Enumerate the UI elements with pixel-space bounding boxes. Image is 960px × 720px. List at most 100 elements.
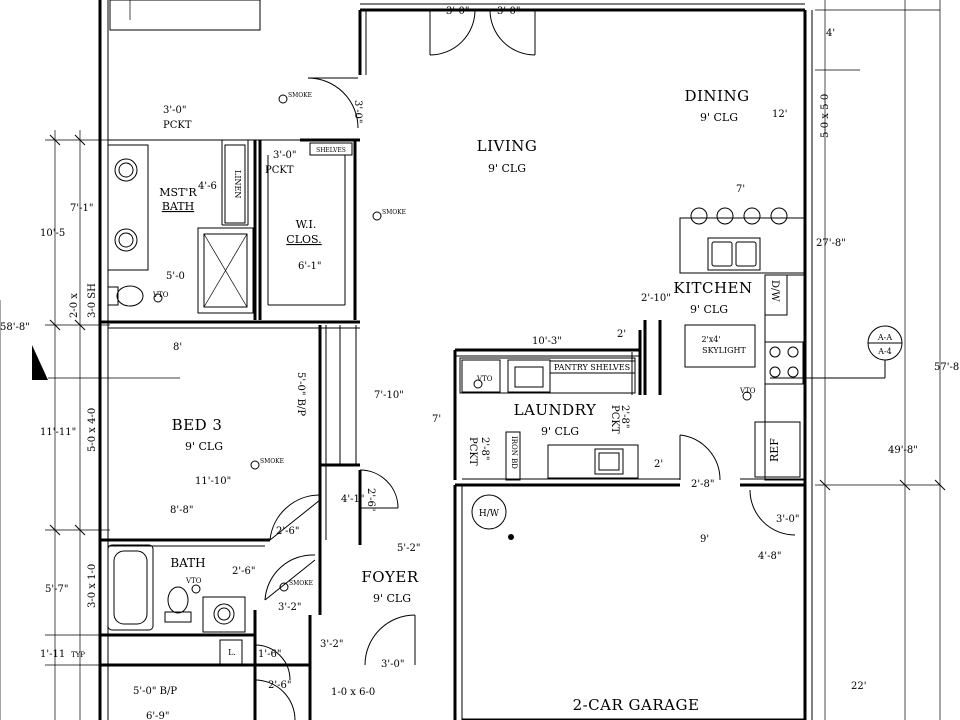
svg-text:5'-0: 5'-0 [166, 271, 185, 282]
dishwasher-label: D/W [769, 280, 780, 302]
bath-label: BATH [170, 556, 205, 570]
svg-text:5'-7": 5'-7" [45, 584, 68, 595]
svg-text:SMOKE: SMOKE [288, 92, 312, 99]
svg-text:27'-8": 27'-8" [816, 238, 846, 249]
svg-text:VTO: VTO [185, 577, 202, 585]
svg-text:7': 7' [432, 414, 441, 425]
svg-text:PCKT: PCKT [467, 437, 478, 466]
kitchen-ceiling: 9' CLG [690, 303, 728, 316]
svg-text:2': 2' [617, 329, 626, 340]
living-ceiling: 9' CLG [488, 162, 526, 175]
smoke-detector-icon: SMOKE [279, 580, 313, 592]
iron-board-label: IRON BD [510, 436, 518, 469]
svg-text:SMOKE: SMOKE [289, 580, 313, 587]
skylight-label: SKYLIGHT [702, 346, 746, 355]
svg-text:10'-3": 10'-3" [532, 336, 562, 347]
foyer-ceiling: 9' CLG [373, 592, 411, 605]
l-box-label: L. [228, 648, 236, 657]
svg-text:57'-8': 57'-8' [934, 362, 960, 373]
svg-text:6'-1": 6'-1" [298, 261, 321, 272]
svg-text:2'-6": 2'-6" [232, 566, 255, 577]
shelves-label: SHELVES [316, 147, 346, 154]
svg-text:4'-1": 4'-1" [341, 494, 364, 505]
svg-text:11'-11": 11'-11" [40, 427, 76, 438]
svg-text:SMOKE: SMOKE [382, 209, 406, 216]
svg-text:2'-8": 2'-8" [619, 405, 630, 428]
svg-text:5'-2": 5'-2" [397, 543, 420, 554]
wi-closet-label-1: W.I. [296, 218, 317, 231]
kitchen-label: KITCHEN [673, 279, 752, 297]
smoke-detector-icon: SMOKE [372, 209, 406, 221]
wi-closet-label-2: CLOS. [286, 233, 321, 246]
room-labels: DINING 9' CLG LIVING 9' CLG KITCHEN 9' C… [159, 87, 752, 714]
fixtures [107, 0, 903, 665]
svg-text:3'-0": 3'-0" [776, 514, 799, 525]
living-label: LIVING [477, 137, 538, 155]
svg-text:2'-10": 2'-10" [641, 293, 671, 304]
svg-text:4'-8": 4'-8" [758, 551, 781, 562]
vent-icon: VTO [739, 387, 756, 401]
section-ref-top: A-A [877, 333, 892, 342]
walls [98, 0, 813, 720]
bed3-label: BED 3 [172, 416, 223, 434]
window-sh-label: 3-0 SH [87, 283, 98, 318]
svg-text:3'-0": 3'-0" [497, 6, 520, 17]
vent-icon: VTO [152, 291, 169, 303]
svg-text:4': 4' [826, 28, 835, 39]
foyer-label: FOYER [361, 568, 419, 586]
svg-text:8': 8' [173, 342, 182, 353]
bed3-ceiling: 9' CLG [185, 440, 223, 453]
svg-text:3'-0": 3'-0" [446, 6, 469, 17]
svg-text:7'-1": 7'-1" [70, 203, 93, 214]
svg-text:PCKT: PCKT [163, 120, 192, 131]
svg-text:2'-6": 2'-6" [276, 526, 299, 537]
svg-text:12': 12' [772, 109, 787, 120]
svg-text:2'-6": 2'-6" [268, 680, 291, 691]
svg-text:3'-0": 3'-0" [163, 105, 186, 116]
svg-text:11'-10": 11'-10" [195, 476, 231, 487]
svg-text:22': 22' [851, 681, 866, 692]
pantry-shelves-label: PANTRY SHELVES [554, 363, 630, 372]
svg-text:PCKT: PCKT [609, 405, 620, 434]
svg-text:3'-2": 3'-2" [278, 602, 301, 613]
vanity [107, 144, 149, 271]
window-foyer: 1-0 x 6-0 [331, 687, 375, 698]
svg-text:3'-0": 3'-0" [381, 659, 404, 670]
svg-text:3'-0": 3'-0" [273, 150, 296, 161]
water-heater-label: H/W [479, 509, 500, 519]
laundry-ceiling: 9' CLG [541, 425, 579, 438]
svg-text:4'-6: 4'-6 [198, 181, 217, 192]
svg-text:49'-8": 49'-8" [888, 445, 918, 456]
svg-text:VTO: VTO [739, 387, 756, 395]
svg-text:3'-0": 3'-0" [352, 100, 363, 123]
vent-icon: VTO [185, 577, 202, 594]
svg-text:58'-8": 58'-8" [0, 322, 30, 333]
typ-label: TYP [71, 651, 85, 659]
svg-text:VTO: VTO [152, 291, 169, 299]
svg-text:2'-6": 2'-6" [365, 488, 376, 511]
mstr-bath-label-2: BATH [162, 200, 194, 213]
dining-label: DINING [684, 87, 749, 105]
svg-text:VTO: VTO [476, 375, 493, 383]
svg-text:1'-6": 1'-6" [258, 649, 281, 660]
vent-icon: VTO [473, 375, 493, 389]
svg-text:2'-8": 2'-8" [479, 437, 490, 460]
svg-text:7': 7' [736, 184, 745, 195]
svg-text:10'-5: 10'-5 [40, 228, 65, 239]
dining-ceiling: 9' CLG [700, 111, 738, 124]
laundry-label: LAUNDRY [514, 401, 597, 419]
svg-text:2'-8": 2'-8" [691, 479, 714, 490]
garage-label: 2-CAR GARAGE [573, 696, 700, 714]
svg-text:8'-8": 8'-8" [170, 505, 193, 516]
smoke-detector-icon: SMOKE [278, 92, 312, 104]
svg-text:9': 9' [700, 534, 709, 545]
doors [254, 9, 796, 720]
linen-label: LINEN [233, 170, 242, 198]
fixture-labels: LINEN SHELVES PANTRY SHELVES 2'x4' SKYLI… [69, 92, 892, 698]
skylight-size-label: 2'x4' [701, 335, 720, 344]
svg-text:5'-0" B/P: 5'-0" B/P [295, 372, 306, 416]
svg-text:PCKT: PCKT [265, 165, 294, 176]
svg-text:7'-10": 7'-10" [374, 390, 404, 401]
